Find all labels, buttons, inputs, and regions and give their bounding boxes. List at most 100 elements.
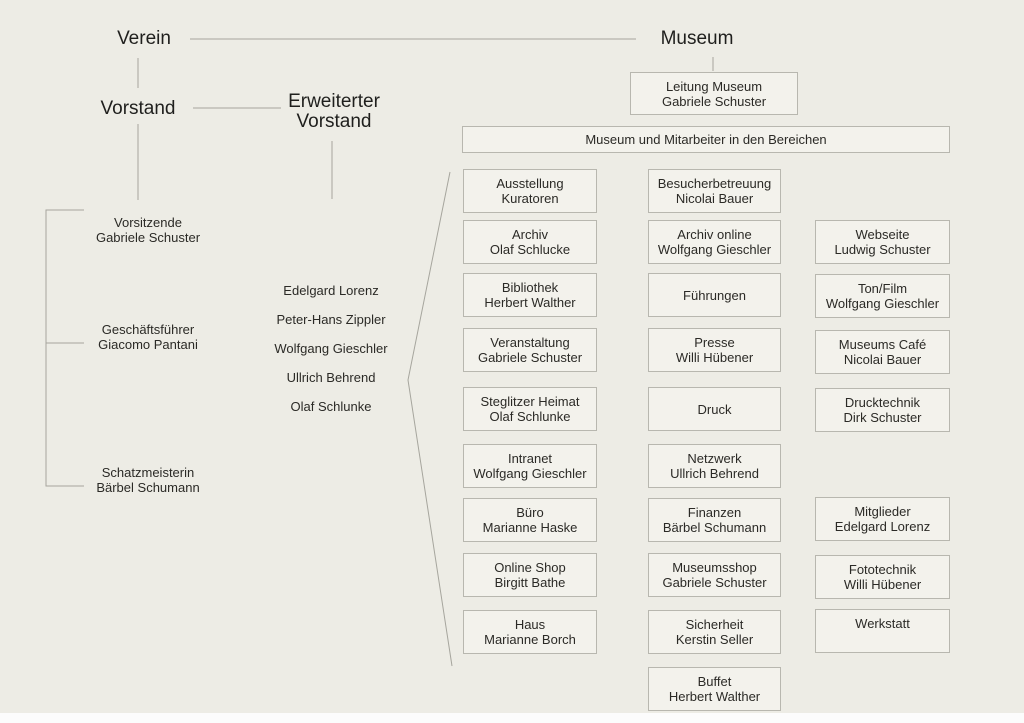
department-box-line: Steglitzer Heimat	[480, 394, 580, 409]
board-item-name: Bärbel Schumann	[96, 480, 200, 495]
department-box-line: Herbert Walther	[484, 295, 576, 310]
department-box-line: Führungen	[683, 287, 746, 303]
department-box-line: Sicherheit	[685, 617, 744, 632]
department-box-line: Mitglieder	[854, 504, 911, 519]
department-box-line: Druck	[697, 401, 732, 417]
leitung-museum-box: Leitung Museum Gabriele Schuster	[630, 72, 798, 115]
department-box-line: Marianne Haske	[482, 520, 578, 535]
department-box-line: Buffet	[697, 674, 732, 689]
department-box-line: Olaf Schlunke	[489, 409, 571, 424]
department-box-line: Bibliothek	[501, 280, 559, 295]
department-box-line: Büro	[516, 505, 544, 520]
extended-board-member: Ullrich Behrend	[286, 370, 376, 385]
department-box-line: Webseite	[855, 227, 910, 242]
department-box-line: Museums Café	[838, 337, 927, 352]
department-box-line: Marianne Borch	[484, 632, 576, 647]
department-box-line: Nicolai Bauer	[843, 352, 922, 367]
department-box-line: Wolfgang Gieschler	[473, 466, 587, 481]
department-box-line: Online Shop	[494, 560, 566, 575]
department-box-line: Veranstaltung	[490, 335, 570, 350]
department-box-line: Haus	[514, 617, 546, 632]
department-box-line: Archiv online	[677, 227, 752, 242]
department-box-line: Ullrich Behrend	[670, 466, 759, 481]
department-box-line: Birgitt Bathe	[494, 575, 566, 590]
department-box-line: Presse	[694, 335, 735, 350]
department-box-line: Netzwerk	[687, 451, 742, 466]
department-box-line: Herbert Walther	[668, 689, 761, 704]
leitung-museum-line2: Gabriele Schuster	[661, 93, 767, 109]
board-item-name: Giacomo Pantani	[98, 337, 198, 352]
department-box: Druck	[648, 387, 781, 431]
extended-board-member: Olaf Schlunke	[290, 399, 372, 414]
extended-board-member: Peter-Hans Zippler	[276, 312, 386, 327]
department-box-line	[818, 631, 947, 646]
erweiterter-vorstand-line1: Erweiterter	[288, 91, 380, 112]
department-box-line: Nicolai Bauer	[675, 191, 754, 206]
museum-banner-text: Museum und Mitarbeiter in den Bereichen	[585, 132, 827, 147]
department-box-line: Wolfgang Gieschler	[657, 242, 772, 257]
department-box-line: Museumsshop	[672, 560, 757, 575]
erweiterter-vorstand-line2: Vorstand	[296, 111, 372, 132]
erweiterter-vorstand-title: Erweiterter Vorstand	[274, 92, 394, 132]
board-item-role: Vorsitzende	[114, 215, 182, 230]
extended-board-member: Edelgard Lorenz	[283, 283, 379, 298]
department-box-line: Besucherbetreuung	[657, 176, 772, 191]
museum-banner-box: Museum und Mitarbeiter in den Bereichen	[462, 126, 950, 153]
department-box: Führungen	[648, 273, 781, 317]
department-box: Werkstatt	[815, 609, 950, 653]
department-box-line: Ausstellung	[496, 176, 564, 191]
board-item-name: Gabriele Schuster	[95, 230, 201, 245]
department-box-line: Willi Hübener	[843, 577, 922, 592]
departments-chevron	[407, 171, 453, 667]
department-box-line: Kuratoren	[501, 191, 559, 206]
department-box-line: Intranet	[507, 451, 553, 466]
verein-title: Verein	[117, 28, 171, 49]
extended-board-member: Wolfgang Gieschler	[274, 341, 388, 356]
department-box-line: Kerstin Seller	[675, 632, 754, 647]
department-box-line: Ludwig Schuster	[834, 242, 931, 257]
leitung-museum-line1: Leitung Museum	[665, 78, 763, 94]
department-box-line: Edelgard Lorenz	[834, 519, 931, 534]
department-box-line: Bärbel Schumann	[662, 520, 767, 535]
board-item-role: Geschäftsführer	[101, 322, 195, 337]
department-box-line: Dirk Schuster	[843, 410, 922, 425]
department-box-line: Fototechnik	[848, 562, 917, 577]
department-box-line: Gabriele Schuster	[477, 350, 583, 365]
department-box-line: Drucktechnik	[844, 395, 921, 410]
department-box-line: Ton/Film	[857, 281, 908, 296]
department-box-line: Gabriele Schuster	[662, 575, 767, 590]
footer-strip	[0, 713, 1024, 723]
museum-title: Museum	[660, 28, 734, 49]
board-item-role: Schatzmeisterin	[101, 465, 195, 480]
department-box-line: Archiv	[511, 227, 549, 242]
department-box-line: Willi Hübener	[675, 350, 754, 365]
department-box-line: Werkstatt	[855, 616, 910, 631]
department-box-line: Olaf Schlucke	[489, 242, 571, 257]
department-box-line: Wolfgang Gieschler	[825, 296, 940, 311]
